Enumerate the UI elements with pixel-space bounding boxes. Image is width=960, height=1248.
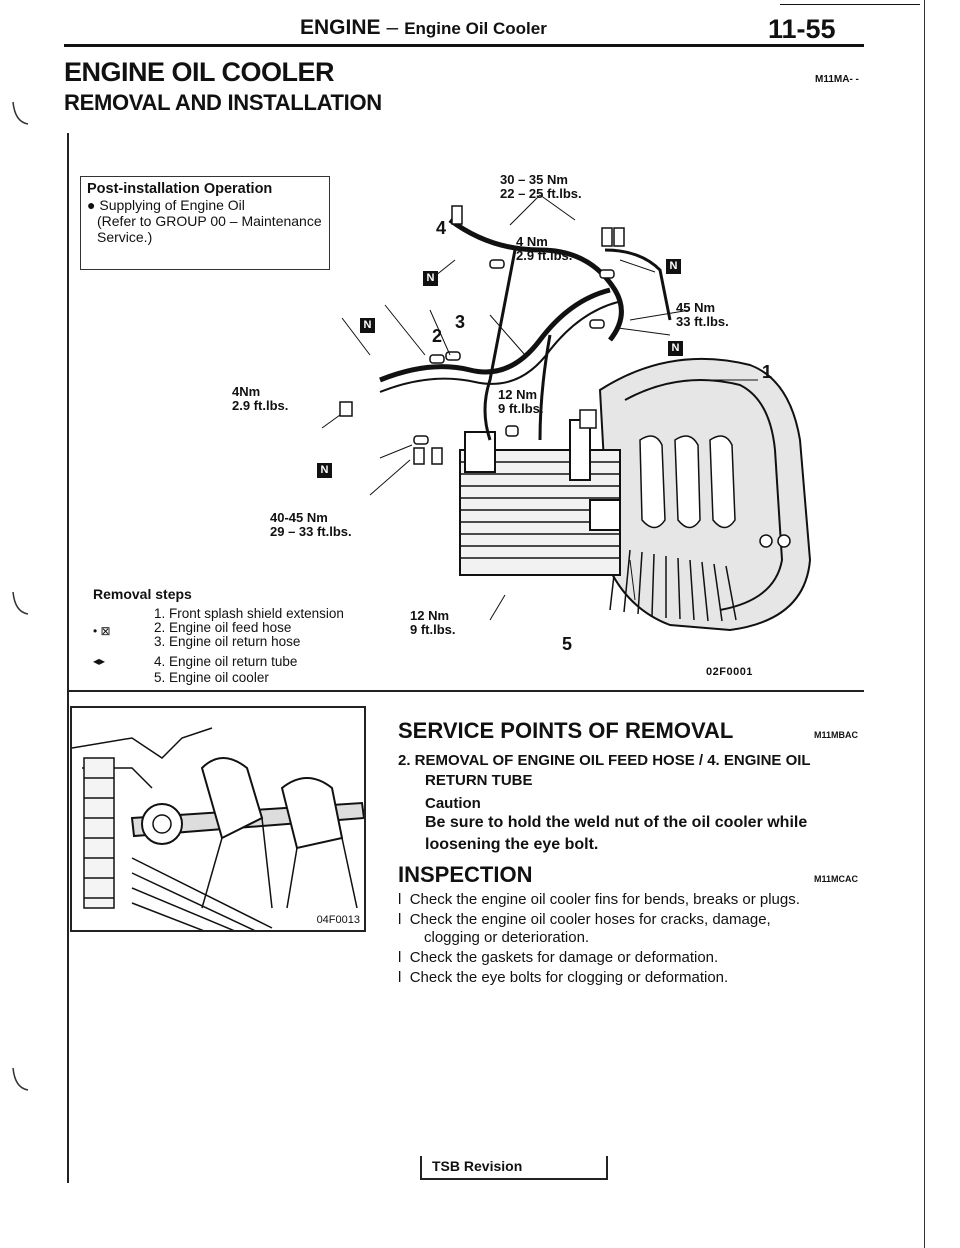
- figure-code: 02F0001: [706, 666, 753, 678]
- header-subsection: Engine Oil Cooler: [404, 19, 547, 38]
- removal-steps-title: Removal steps: [93, 586, 192, 602]
- torque-label: 12 Nm: [410, 608, 450, 623]
- new-part-icon: N: [317, 463, 332, 478]
- page-edge-rule: [924, 0, 925, 1248]
- part-number: 2: [432, 326, 443, 346]
- binder-hole-mark: [12, 101, 29, 125]
- service-item: 2. REMOVAL OF ENGINE OIL FEED HOSE / 4. …: [398, 752, 811, 769]
- torque-label: 45 Nm: [676, 300, 716, 315]
- inspection-item: l Check the engine oil cooler fins for b…: [398, 890, 800, 910]
- inspection-item: l Check the eye bolts for clogging or de…: [398, 968, 728, 988]
- oil-cooler-exploded-diagram: [321, 194, 812, 632]
- removal-step: 3. Engine oil return hose: [154, 634, 301, 649]
- torque-label: 30 – 35 Nm: [500, 172, 568, 187]
- section-subtitle: REMOVAL AND INSTALLATION: [64, 90, 382, 115]
- part-number: 5: [562, 634, 573, 654]
- torque-label: 2.9 ft.lbs.: [232, 398, 289, 413]
- removal-step: 2. Engine oil feed hose: [154, 620, 292, 635]
- wrench-on-eye-bolt-drawing: [72, 727, 364, 930]
- service-point-mark-icon: ◂▸: [93, 654, 106, 668]
- inspection-heading: INSPECTION: [398, 862, 533, 887]
- part-number: 1: [762, 362, 773, 382]
- new-part-icon: N: [423, 271, 438, 286]
- part-number: 4: [436, 218, 447, 238]
- torque-label: 40-45 Nm: [270, 510, 328, 525]
- inspection-code: M11MCAC: [814, 874, 859, 884]
- new-part-icon: N: [666, 259, 681, 274]
- service-point-mark-icon: • ⊠: [93, 624, 111, 638]
- torque-label: 4 Nm: [516, 234, 548, 249]
- section-code: M11MA- -: [815, 74, 859, 85]
- torque-label: 4Nm: [232, 384, 261, 399]
- new-part-icon: N: [668, 341, 683, 356]
- post-installation-box: Post-installation Operation ● Supplying …: [80, 176, 330, 270]
- caution-text: Be sure to hold the weld nut of the oil …: [425, 814, 808, 831]
- inspection-item-text: Check the gaskets for damage or deformat…: [409, 949, 719, 966]
- inspection-item: l Check the gaskets for damage or deform…: [398, 948, 718, 968]
- left-column-rule: [67, 133, 69, 1183]
- wrench-illustration: 04F0013: [70, 706, 366, 932]
- inspection-item-text: Check the engine oil cooler hoses for cr…: [409, 911, 771, 928]
- torque-label: 12 Nm: [498, 387, 538, 402]
- post-installation-item: Supplying of Engine Oil: [99, 197, 245, 213]
- caution-text-cont: loosening the eye bolt.: [425, 836, 599, 853]
- service-item-cont: RETURN TUBE: [425, 772, 533, 789]
- removal-step: 5. Engine oil cooler: [154, 670, 269, 685]
- photo-code: 04F0013: [316, 914, 360, 926]
- bullet-icon: l: [398, 949, 402, 966]
- inspection-item-text: Check the engine oil cooler fins for ben…: [409, 891, 800, 908]
- service-points-code: M11MBAC: [814, 730, 859, 740]
- part-number: 3: [455, 312, 466, 332]
- post-installation-ref-cont: Service.): [97, 229, 153, 245]
- bullet-icon: ●: [87, 197, 96, 213]
- inspection-item: l Check the engine oil cooler hoses for …: [398, 910, 771, 930]
- section-title: ENGINE OIL COOLER: [64, 57, 335, 87]
- binder-hole-mark: [12, 1067, 29, 1091]
- removal-step: 1. Front splash shield extension: [154, 606, 344, 621]
- header-section: ENGINE: [300, 16, 381, 39]
- bullet-icon: l: [398, 911, 402, 928]
- torque-label: 33 ft.lbs.: [676, 314, 729, 329]
- header-separator: –: [386, 16, 399, 39]
- post-installation-heading: Post-installation Operation: [87, 181, 273, 197]
- removal-step: 4. Engine oil return tube: [154, 654, 298, 669]
- post-installation-ref: (Refer to GROUP 00 – Maintenance: [97, 213, 322, 229]
- torque-label: 2.9 ft.lbs.: [516, 248, 573, 263]
- inspection-item-cont: clogging or deterioration.: [424, 929, 590, 946]
- page-number: 11-55: [768, 14, 836, 44]
- header-rule: [64, 44, 864, 47]
- torque-label: 22 – 25 ft.lbs.: [500, 186, 582, 201]
- inspection-item-text: Check the eye bolts for clogging or defo…: [409, 969, 729, 986]
- service-points-heading: SERVICE POINTS OF REMOVAL: [398, 718, 734, 743]
- torque-label: 29 – 33 ft.lbs.: [270, 524, 352, 539]
- torque-label: 9 ft.lbs.: [410, 622, 456, 637]
- bullet-icon: l: [398, 969, 402, 986]
- running-header: ENGINE–Engine Oil Cooler: [300, 16, 630, 40]
- divider-rule: [67, 690, 864, 692]
- tsb-revision-box: TSB Revision: [420, 1156, 608, 1180]
- new-part-icon: N: [360, 318, 375, 333]
- caution-label: Caution: [425, 795, 481, 812]
- binder-hole-mark: [12, 591, 29, 615]
- top-rule: [780, 4, 920, 5]
- bullet-icon: l: [398, 891, 402, 908]
- torque-label: 9 ft.lbs.: [498, 401, 544, 416]
